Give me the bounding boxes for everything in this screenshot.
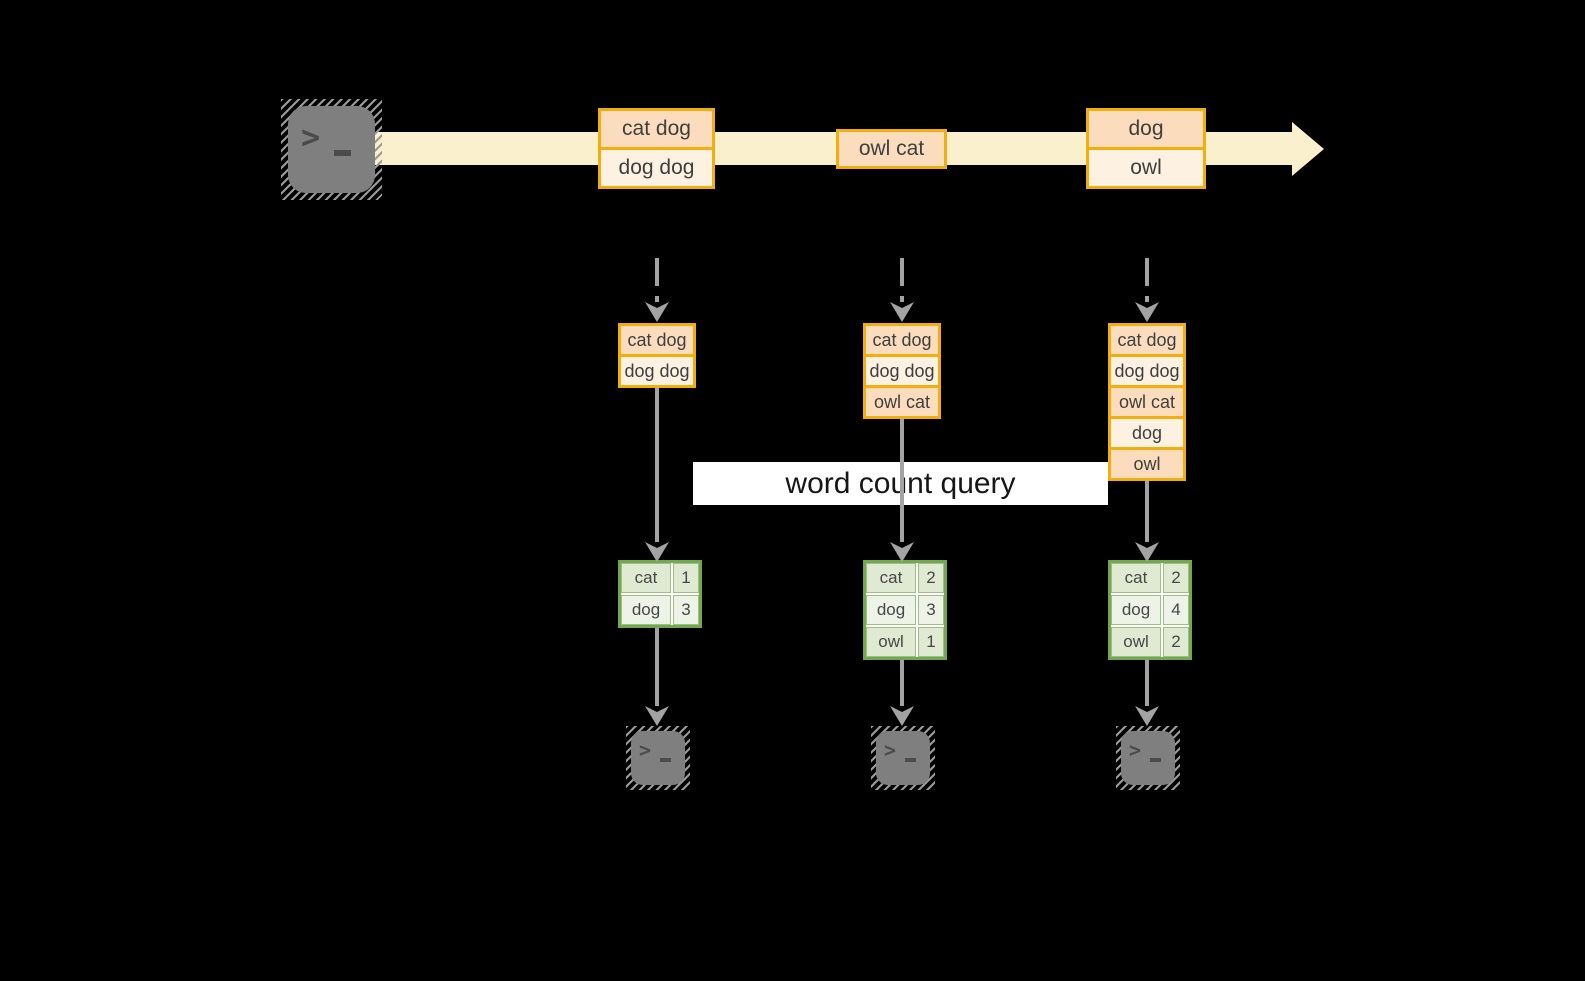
- count-value: 3: [918, 595, 944, 625]
- terminal-prompt-glyph: >: [884, 738, 897, 762]
- count-word: cat: [621, 563, 671, 593]
- terminal-cursor-dash: [334, 150, 351, 156]
- stream-arrow-head: [1292, 122, 1324, 176]
- event-line: cat dog: [598, 108, 715, 150]
- buffer-line: owl cat: [863, 385, 941, 419]
- terminal-sink-icon: >: [1116, 726, 1180, 790]
- terminal-prompt-glyph: >: [639, 738, 652, 762]
- buffer-line: dog dog: [618, 354, 696, 388]
- dashed-arrow-down: [645, 258, 669, 322]
- terminal-cursor-dash: [660, 758, 671, 762]
- event-line: dog dog: [598, 147, 715, 189]
- buffer-stack-2: cat dog dog dog owl cat: [863, 323, 941, 419]
- event-box-2: owl cat: [836, 129, 947, 169]
- count-value: 1: [673, 563, 699, 593]
- flow-arrow-down: [645, 628, 669, 726]
- terminal-sink-icon: >: [871, 726, 935, 790]
- count-value: 2: [1163, 563, 1189, 593]
- event-line: dog: [1086, 108, 1206, 150]
- flow-arrow-down: [1135, 660, 1159, 726]
- count-table-3: cat 2 dog 4 owl 2: [1108, 560, 1192, 660]
- terminal-prompt-glyph: >: [1129, 738, 1142, 762]
- count-word: owl: [1111, 627, 1161, 657]
- count-table-1: cat 1 dog 3: [618, 560, 702, 628]
- count-word: dog: [866, 595, 916, 625]
- buffer-line: cat dog: [618, 323, 696, 357]
- count-table-2: cat 2 dog 3 owl 1: [863, 560, 947, 660]
- count-word: owl: [866, 627, 916, 657]
- terminal-body: >: [631, 731, 685, 785]
- count-value: 3: [673, 595, 699, 625]
- count-word: dog: [621, 595, 671, 625]
- terminal-source-icon: >: [281, 99, 382, 200]
- count-word: cat: [1111, 563, 1161, 593]
- event-line: owl: [1086, 147, 1206, 189]
- terminal-sink-icon: >: [626, 726, 690, 790]
- terminal-cursor-dash: [1150, 758, 1161, 762]
- buffer-line: cat dog: [1108, 323, 1186, 357]
- buffer-line: owl cat: [1108, 385, 1186, 419]
- flow-arrow-down: [890, 419, 914, 562]
- buffer-line: cat dog: [863, 323, 941, 357]
- count-value: 2: [918, 563, 944, 593]
- terminal-cursor-dash: [905, 758, 916, 762]
- count-value: 2: [1163, 627, 1189, 657]
- buffer-stack-1: cat dog dog dog: [618, 323, 696, 388]
- event-box-1: cat dog dog dog: [598, 108, 715, 189]
- buffer-line: dog dog: [863, 354, 941, 388]
- count-value: 1: [918, 627, 944, 657]
- count-word: cat: [866, 563, 916, 593]
- buffer-stack-3: cat dog dog dog owl cat dog owl: [1108, 323, 1186, 481]
- buffer-line: dog: [1108, 416, 1186, 450]
- dashed-arrow-down: [890, 258, 914, 322]
- flow-arrow-down: [1135, 481, 1159, 562]
- terminal-body: >: [876, 731, 930, 785]
- terminal-body: >: [1121, 731, 1175, 785]
- buffer-line: dog dog: [1108, 354, 1186, 388]
- event-line: owl cat: [836, 129, 947, 169]
- terminal-body: >: [288, 106, 375, 193]
- terminal-prompt-glyph: >: [301, 118, 321, 156]
- flow-arrow-down: [890, 660, 914, 726]
- count-value: 4: [1163, 595, 1189, 625]
- count-word: dog: [1111, 595, 1161, 625]
- buffer-line: owl: [1108, 447, 1186, 481]
- event-box-3: dog owl: [1086, 108, 1206, 189]
- flow-arrow-down: [645, 388, 669, 562]
- dashed-arrow-down: [1135, 258, 1159, 322]
